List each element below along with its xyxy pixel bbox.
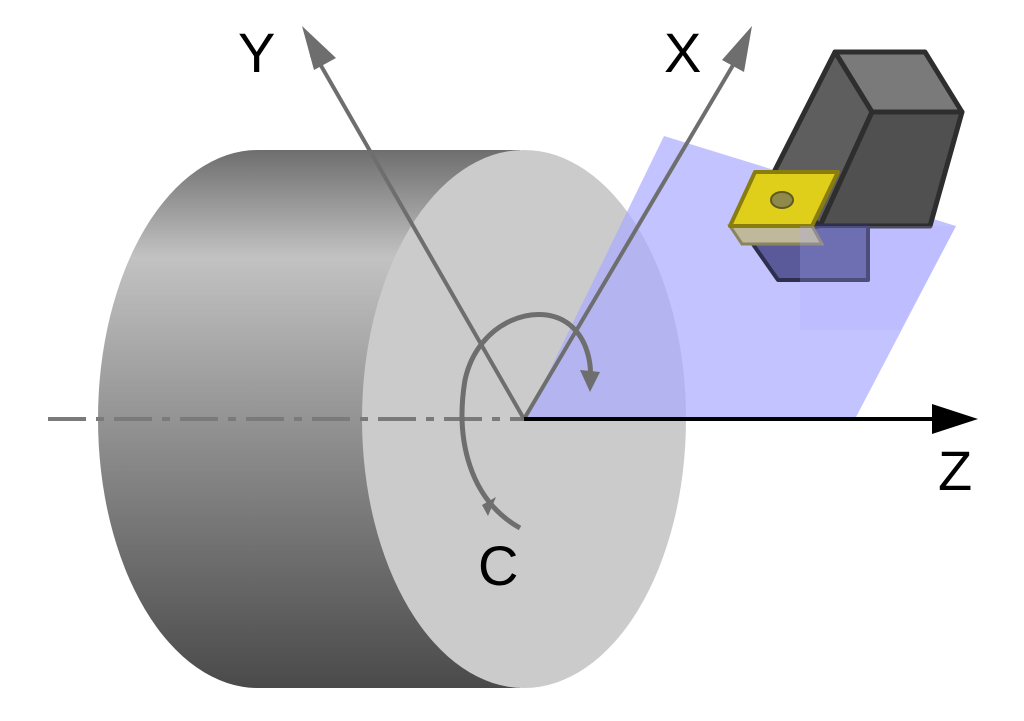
z-axis-label: Z [938, 439, 972, 502]
y-axis [309, 45, 526, 420]
c-axis-label: C [478, 534, 518, 597]
y-axis-arrowhead [302, 26, 336, 70]
rotation-arrow-c [459, 312, 593, 531]
rotation-arrowhead-start [482, 497, 496, 516]
cutting-tool [727, 49, 965, 282]
z-axis-arrowhead [932, 404, 978, 434]
xz-plane-overlay [800, 226, 956, 330]
y-axis-label: Y [238, 21, 275, 84]
x-axis-arrowhead [722, 26, 752, 72]
x-axis-label: X [664, 21, 701, 84]
tool-holder-side [817, 109, 965, 229]
x-axis [522, 48, 744, 421]
rotation-arrowhead-end [580, 370, 600, 392]
insert-hole [770, 191, 794, 209]
